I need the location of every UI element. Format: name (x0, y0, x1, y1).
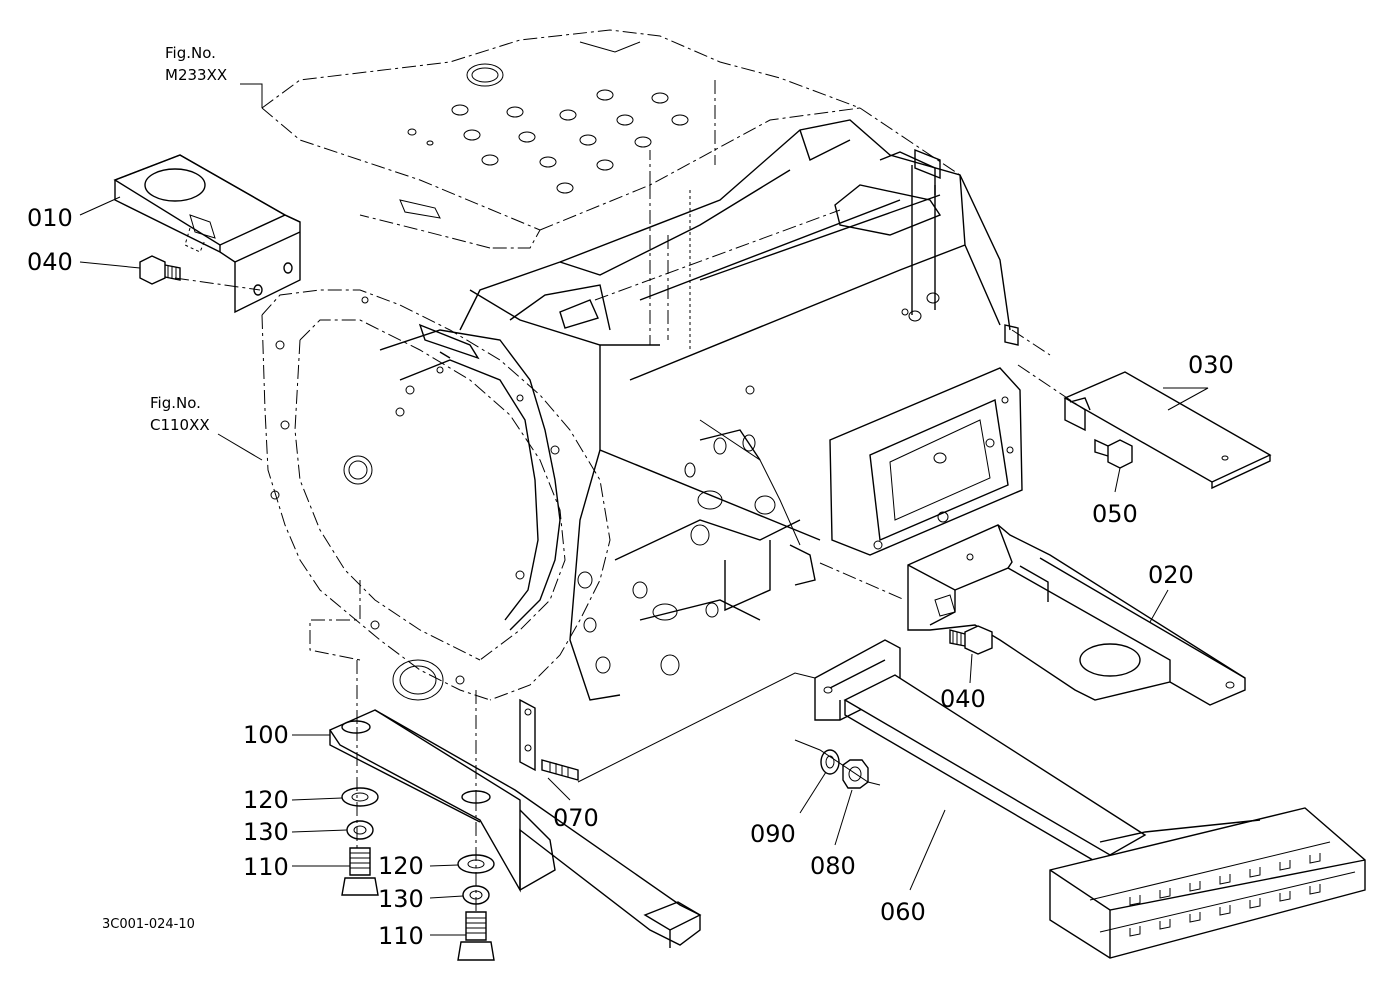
part-label-030: 030 (1188, 351, 1234, 379)
part-label-090: 090 (750, 820, 796, 848)
part-label-120: 120 (378, 852, 424, 880)
part-label-020: 020 (1148, 561, 1194, 589)
part-label-070: 070 (553, 804, 599, 832)
fig-ref-code: M233XX (165, 66, 227, 84)
figure-ref-m233: Fig.No. M233XX (165, 44, 227, 84)
fig-ref-label: Fig.No. (150, 394, 201, 412)
part-label-040: 040 (940, 685, 986, 713)
bolt-050 (1094, 438, 1133, 469)
leader-lines (79, 83, 1209, 936)
plate-030 (1063, 371, 1272, 490)
part-label-100: 100 (243, 721, 289, 749)
fig-ref-code: C110XX (150, 416, 210, 434)
bracket-020 (907, 524, 1246, 706)
part-label-080: 080 (810, 852, 856, 880)
part-label-010: 010 (27, 204, 73, 232)
part-label-110: 110 (378, 922, 424, 950)
part-label-040: 040 (27, 248, 73, 276)
assembly-lines (174, 277, 1086, 915)
drawing-code: 3C001-024-10 (102, 917, 195, 932)
part-label-120: 120 (243, 786, 289, 814)
part-label-130: 130 (243, 818, 289, 846)
lock-washer-090 (820, 749, 840, 775)
fig-ref-label: Fig.No. (165, 44, 216, 62)
bracket-010 (113, 154, 301, 314)
washer-bolt-stack-right (457, 854, 495, 961)
step-060 (814, 639, 1366, 959)
pedal-100 (328, 709, 702, 948)
bolt-040-right (949, 625, 993, 655)
clutch-housing-outline (261, 289, 611, 701)
part-label-130: 130 (378, 885, 424, 913)
part-label-050: 050 (1092, 500, 1138, 528)
part-label-110: 110 (243, 853, 289, 881)
figure-ref-c110: Fig.No. C110XX (150, 394, 210, 434)
bolt-040-left (139, 255, 181, 285)
top-cover-outline (261, 29, 861, 249)
stud-070 (519, 698, 579, 781)
transmission-case (459, 107, 1023, 701)
part-label-060: 060 (880, 898, 926, 926)
washer-bolt-stack-left (341, 787, 379, 896)
